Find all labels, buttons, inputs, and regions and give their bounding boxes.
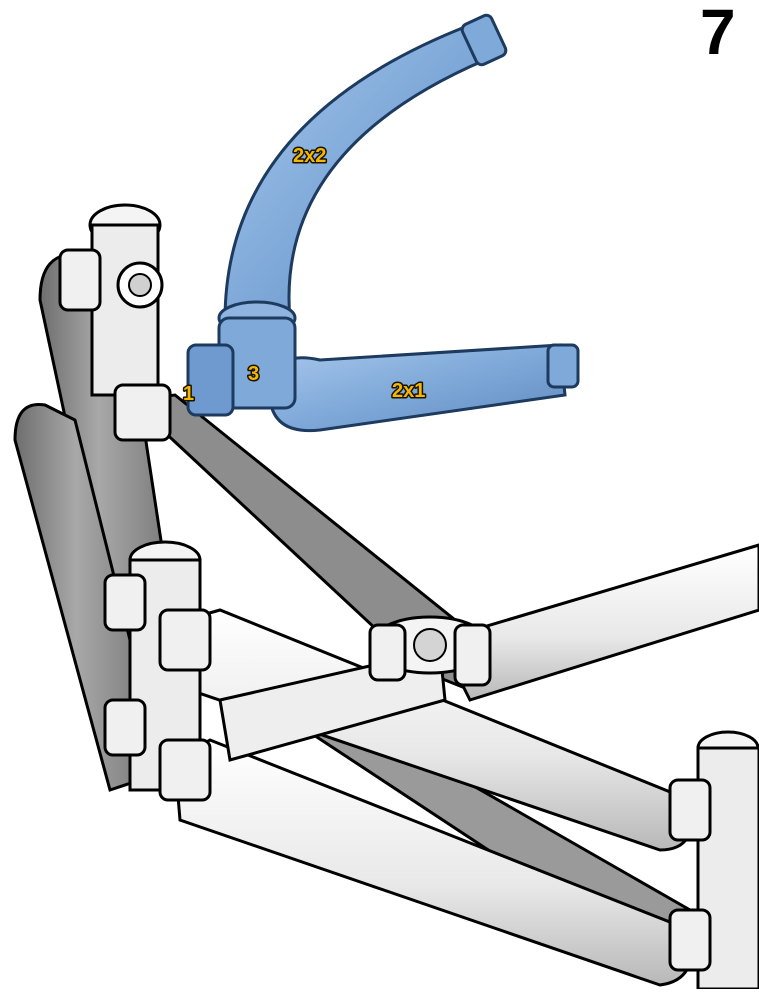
connector-bottom-right: [670, 732, 759, 989]
callout-1: 1: [183, 383, 194, 405]
blue-pipe-2x1-end: [548, 345, 578, 387]
callout-2x2: 2x2: [293, 145, 326, 167]
callout-2x1: 2x1: [392, 380, 425, 402]
blue-pipe-2x2: [225, 25, 485, 320]
callout-3: 3: [248, 363, 259, 385]
step-number: 7: [700, 0, 736, 64]
highlighted-parts: [188, 13, 578, 430]
blue-connector-3: [188, 302, 295, 415]
